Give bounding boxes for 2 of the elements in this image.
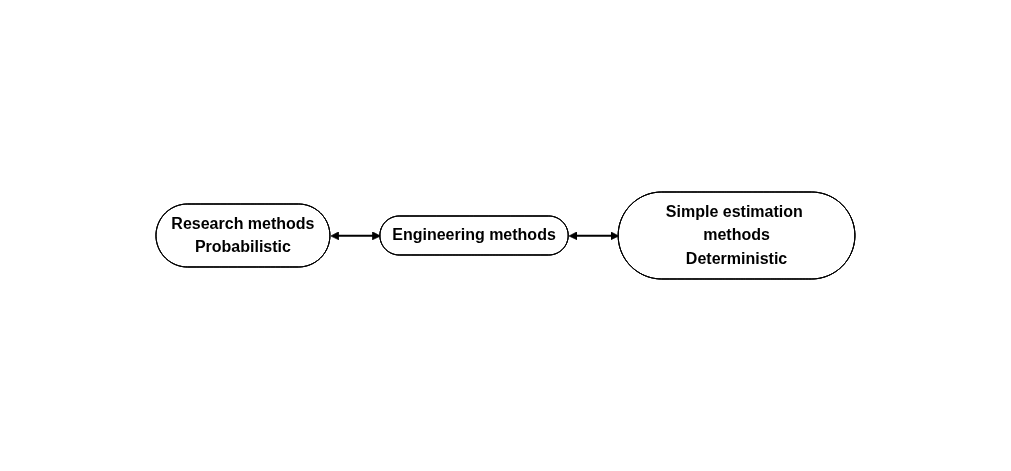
arrow [330,231,381,241]
arrow [568,231,620,241]
